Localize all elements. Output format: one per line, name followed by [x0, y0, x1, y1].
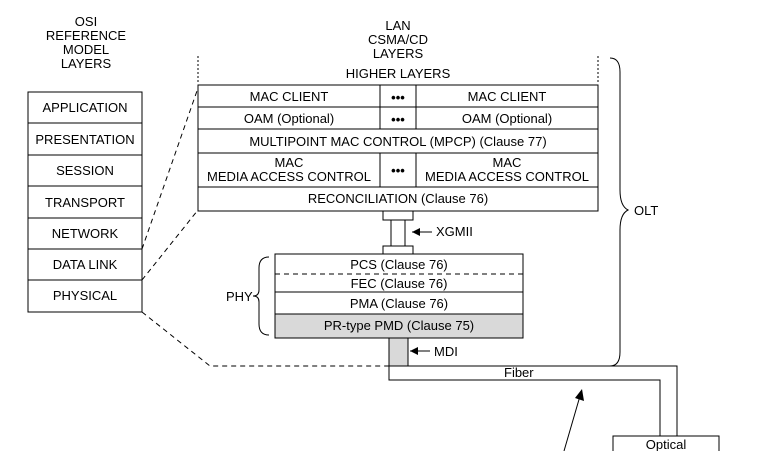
osi-layer-physical: PHYSICAL — [53, 288, 117, 303]
ellipsis-mac-client: ••• — [391, 90, 405, 105]
lan-heading-line-1: LAN — [385, 18, 410, 33]
ellipsis-oam: ••• — [391, 112, 405, 127]
osi-heading-line-2: REFERENCE — [46, 28, 127, 43]
mdi-label: MDI — [434, 344, 458, 359]
mac-left-line-2: MEDIA ACCESS CONTROL — [207, 169, 371, 184]
phy-stack: PCS (Clause 76) FEC (Clause 76) PMA (Cla… — [274, 253, 524, 339]
optical-label: Optical — [646, 437, 687, 451]
osi-layer-presentation: PRESENTATION — [35, 132, 134, 147]
mapping-dashed-lines — [141, 87, 390, 367]
pcs-label: PCS (Clause 76) — [350, 257, 448, 272]
lan-stack: HIGHER LAYERS MAC CLIENT ••• MAC CLIENT … — [197, 56, 599, 212]
ellipsis-mac: ••• — [391, 163, 405, 178]
mac-stack-frame — [197, 84, 599, 212]
osi-heading-line-1: OSI — [75, 14, 97, 29]
osi-heading-line-3: MODEL — [63, 42, 109, 57]
fiber: Fiber — [388, 365, 678, 436]
optical-box: Optical — [612, 435, 720, 451]
fiber-label: Fiber — [504, 365, 534, 380]
osi-layer-data-link: DATA LINK — [53, 257, 118, 272]
osi-stack: APPLICATION PRESENTATION SESSION TRANSPO… — [27, 91, 143, 313]
mac-client-right: MAC CLIENT — [468, 89, 547, 104]
xgmii-label: XGMII — [436, 224, 473, 239]
phy-brace: PHY — [226, 256, 270, 336]
osi-heading: OSI REFERENCE MODEL LAYERS — [46, 14, 127, 71]
osi-layer-network: NETWORK — [52, 226, 119, 241]
mac-client-left: MAC CLIENT — [250, 89, 329, 104]
oam-left: OAM (Optional) — [244, 111, 334, 126]
reconciliation-label: RECONCILIATION (Clause 76) — [308, 191, 488, 206]
olt-label: OLT — [634, 203, 658, 218]
oam-right: OAM (Optional) — [462, 111, 552, 126]
mac-right-line-2: MEDIA ACCESS CONTROL — [425, 169, 589, 184]
osi-layer-transport: TRANSPORT — [45, 195, 125, 210]
higher-layers-label: HIGHER LAYERS — [346, 66, 451, 81]
lan-heading: LAN CSMA/CD LAYERS — [368, 18, 428, 61]
osi-stack-frame — [27, 91, 143, 313]
osi-layer-session: SESSION — [56, 163, 114, 178]
pma-label: PMA (Clause 76) — [350, 296, 448, 311]
lan-heading-line-2: CSMA/CD — [368, 32, 428, 47]
phy-label: PHY — [226, 289, 253, 304]
olt-brace: OLT — [609, 57, 658, 367]
osi-heading-line-4: LAYERS — [61, 56, 112, 71]
xgmii-connector: XGMII — [382, 210, 473, 255]
mdi-connector: MDI — [388, 337, 458, 367]
mac-left-line-1: MAC — [275, 155, 304, 170]
pmd-label: PR-type PMD (Clause 75) — [324, 318, 474, 333]
mpcp-label: MULTIPOINT MAC CONTROL (MPCP) (Clause 77… — [249, 134, 546, 149]
mac-right-line-1: MAC — [493, 155, 522, 170]
lan-heading-line-3: LAYERS — [373, 46, 424, 61]
fec-label: FEC (Clause 76) — [351, 276, 448, 291]
pointer-arrow — [563, 389, 584, 451]
osi-layer-application: APPLICATION — [42, 100, 127, 115]
